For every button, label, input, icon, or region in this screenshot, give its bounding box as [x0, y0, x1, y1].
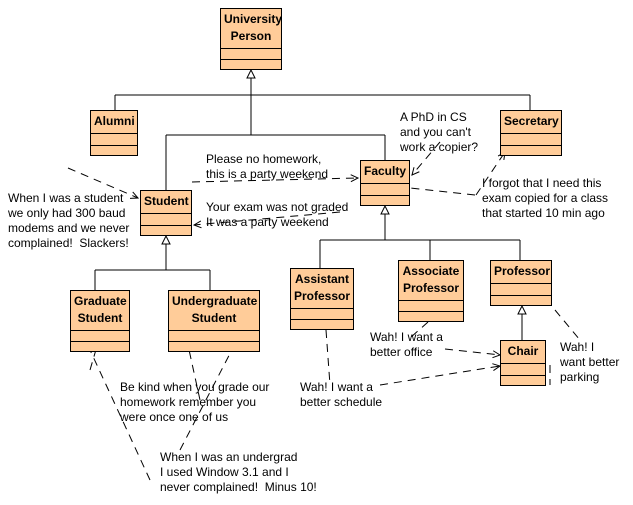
gen-arrow-student	[161, 234, 171, 245]
class-name: Professor	[494, 264, 551, 278]
gen-arrow-professor	[517, 304, 527, 315]
note-office: Wah! I want a better office	[370, 330, 443, 359]
dep-alumni-student-arrowhead	[129, 191, 140, 199]
class-name: University Person	[224, 12, 283, 43]
dep-professor-parking	[554, 309, 581, 341]
dep-faculty-student	[193, 211, 341, 226]
class-name: Assistant Professor	[294, 272, 351, 303]
dep-associate-office	[409, 321, 429, 339]
attributes-section	[169, 330, 259, 341]
operations-section	[91, 145, 137, 155]
class-undergraduate-student[interactable]: Undergraduate Student	[168, 290, 260, 352]
attributes-section	[141, 213, 191, 225]
dep-grading-undergrad	[185, 335, 201, 401]
dep-secretary-faculty-upper	[411, 141, 441, 176]
class-name: Associate Professor	[402, 264, 460, 295]
operations-section	[501, 375, 545, 385]
attributes-section	[91, 133, 137, 145]
attributes-section	[291, 308, 353, 319]
operations-section	[291, 319, 353, 329]
class-faculty[interactable]: Faculty	[360, 160, 410, 206]
dep-schedule-chair	[379, 365, 501, 386]
note-copier: A PhD in CS and you can't work a copier?	[400, 110, 479, 154]
dep-assistant-schedule	[325, 329, 331, 386]
operations-section	[221, 59, 281, 69]
class-name: Student	[144, 194, 189, 208]
class-professor[interactable]: Professor	[490, 260, 552, 306]
note-grading: Be kind when you grade our homework reme…	[120, 380, 270, 424]
class-name: Secretary	[504, 114, 559, 128]
note-undergrad: When I was an undergrad I used Window 3.…	[160, 450, 317, 494]
class-associate-professor[interactable]: Associate Professor	[398, 260, 464, 322]
dep-office-chair	[444, 348, 501, 356]
attributes-section	[221, 48, 281, 59]
operations-section	[141, 225, 191, 235]
dep-faculty-secretary	[409, 187, 476, 196]
attributes-section	[491, 283, 551, 295]
operations-section	[71, 341, 129, 351]
dep-student-faculty-arrowhead	[350, 174, 360, 183]
operations-section	[501, 145, 561, 155]
note-schedule: Wah! I want a better schedule	[300, 380, 383, 409]
class-university-person[interactable]: University Person	[220, 8, 282, 70]
dep-alumni-student	[67, 167, 139, 199]
class-name: Faculty	[364, 164, 407, 178]
class-name: Alumni	[94, 114, 135, 128]
note-student-homework: Please no homework, this is a party week…	[206, 152, 329, 181]
dep-undergrad-note-grad	[89, 349, 151, 481]
class-name: Undergraduate Student	[172, 294, 258, 325]
class-assistant-professor[interactable]: Assistant Professor	[290, 268, 354, 330]
attributes-section	[501, 133, 561, 145]
class-name: Graduate Student	[74, 294, 127, 325]
dep-undergrad-note	[179, 341, 237, 451]
operations-section	[169, 341, 259, 351]
attributes-section	[501, 363, 545, 375]
attributes-section	[71, 330, 129, 341]
gen-arrow-university-person	[246, 68, 256, 79]
class-chair[interactable]: Chair	[500, 340, 546, 386]
note-alumni: When I was a student we only had 300 bau…	[8, 191, 130, 250]
attributes-section	[399, 300, 463, 311]
class-name: Chair	[507, 344, 539, 358]
gen-arrow-faculty	[380, 204, 390, 215]
note-secretary: I forgot that I need this exam copied fo…	[482, 176, 609, 220]
class-secretary[interactable]: Secretary	[500, 110, 562, 156]
operations-section	[361, 195, 409, 205]
note-exam: Your exam was not graded It was a party …	[206, 200, 349, 229]
dep-faculty-student-arrowhead	[192, 220, 202, 229]
attributes-section	[361, 183, 409, 195]
dep-secretary-faculty-upper-arrowhead	[411, 167, 420, 176]
note-parking: Wah! I want better parking	[560, 340, 620, 384]
class-student[interactable]: Student	[140, 190, 192, 236]
class-alumni[interactable]: Alumni	[90, 110, 138, 156]
operations-section	[491, 295, 551, 305]
class-graduate-student[interactable]: Graduate Student	[70, 290, 130, 352]
dep-faculty-secretary-up	[475, 151, 506, 196]
operations-section	[399, 311, 463, 321]
